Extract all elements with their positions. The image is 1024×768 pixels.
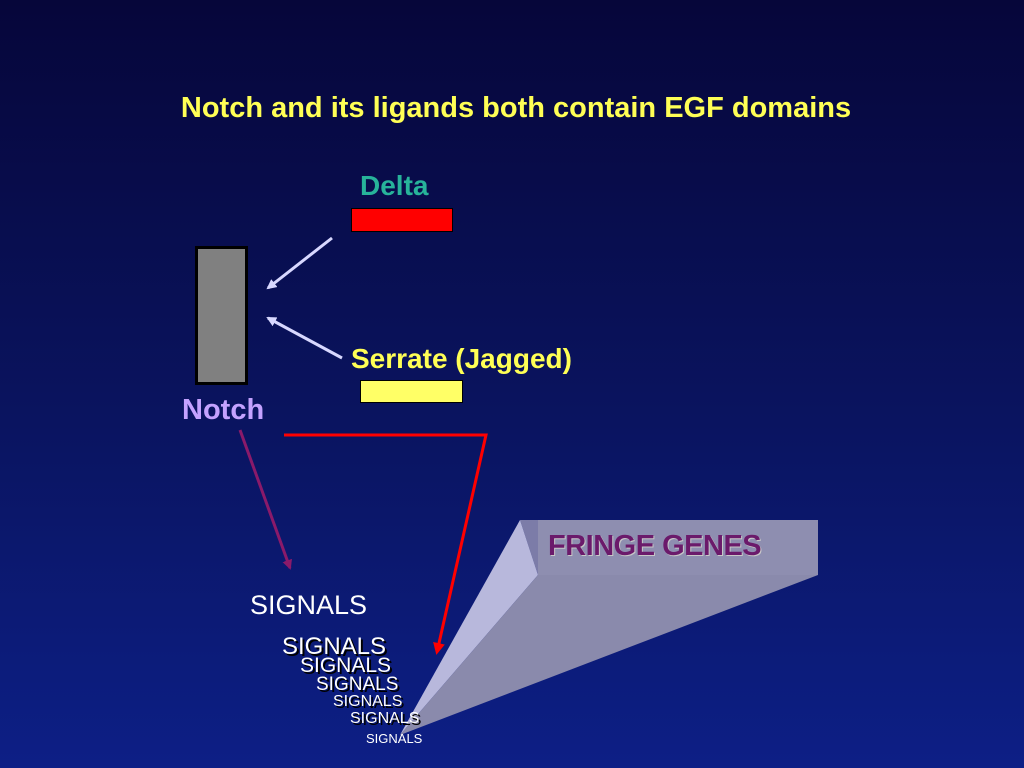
signals-cascade-item: SIGNALS	[333, 693, 403, 710]
signals-cascade-item: SIGNALS	[366, 731, 423, 746]
notch-to-signals-arrow	[238, 429, 292, 570]
signals-cascade-item: SIGNALS	[282, 633, 387, 660]
fringe-box-left-face	[400, 520, 538, 735]
serrate-to-notch-arrow	[266, 316, 343, 360]
serrate-bar	[360, 380, 463, 403]
fringe-genes-label: FRINGE GENES	[548, 530, 762, 562]
slide-title: Notch and its ligands both contain EGF d…	[180, 92, 852, 124]
notch-to-signals-red-arrow	[284, 433, 488, 655]
signals-cascade-item: SIGNALS	[316, 674, 399, 695]
notch-label: Notch	[182, 394, 265, 426]
signals-cascade-item: SIGNALS	[350, 710, 420, 727]
signals-label: SIGNALS	[250, 590, 368, 620]
delta-bar	[351, 208, 453, 232]
fringe-box-front	[538, 520, 818, 575]
notch-receptor-bar	[195, 246, 248, 385]
signals-cascade-item: SIGNALS	[300, 654, 392, 677]
delta-to-notch-arrow	[266, 236, 333, 290]
fringe-box-bottom-face	[400, 575, 818, 735]
serrate-label: Serrate (Jagged)	[351, 343, 572, 374]
delta-label: Delta	[360, 170, 429, 201]
